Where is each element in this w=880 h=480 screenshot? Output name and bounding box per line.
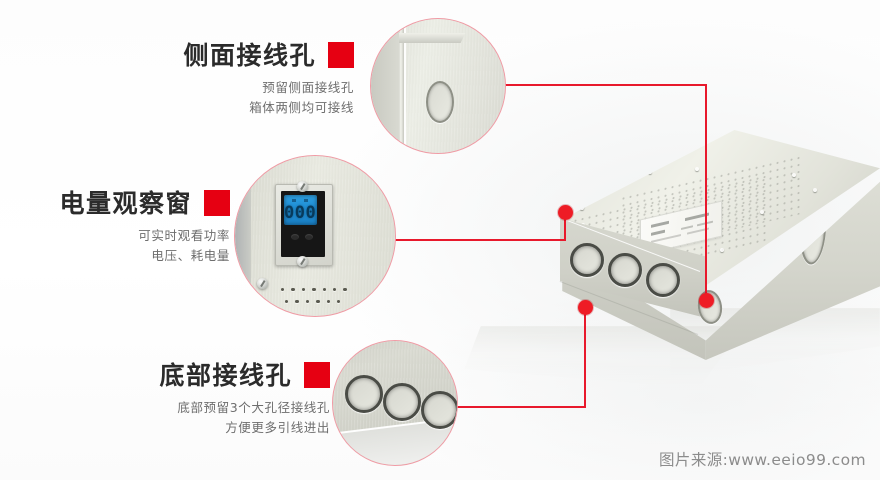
callout-side-description: 预留侧面接线孔 箱体两侧均可接线 — [24, 78, 354, 119]
meter-screw-bottom — [297, 256, 308, 267]
left-panel-shade — [371, 19, 399, 153]
meter-button-right[interactable] — [305, 234, 313, 240]
top-screw-dimple — [590, 173, 594, 177]
leader-line-bottom-horizontal — [455, 406, 586, 408]
callout-bottom-title: 底部接线孔 — [159, 360, 292, 390]
source-watermark: 图片来源:www.eeio99.com — [659, 451, 866, 469]
bottom-wiring-hole-closeup-2 — [383, 383, 421, 421]
callout-meter-title: 电量观察窗 — [59, 188, 192, 218]
magnifier-power-meter-window: 000.9 — [234, 155, 396, 317]
callout-bottom-wiring-hole: 底部接线孔 底部预留3个大孔径接线孔 方便更多引线进出 — [0, 362, 330, 439]
callout-bottom-description: 底部预留3个大孔径接线孔 方便更多引线进出 — [0, 398, 330, 439]
callout-side-wiring-hole: 侧面接线孔 预留侧面接线孔 箱体两侧均可接线 — [24, 42, 354, 119]
callout-side-line-2: 箱体两侧均可接线 — [249, 100, 354, 116]
callout-meter-description: 可实时观看功率 电压、耗电量 — [0, 226, 230, 267]
top-screw-dimple — [528, 224, 532, 228]
meter-screw-top — [297, 181, 308, 192]
leader-line-side-vertical — [705, 84, 707, 296]
accent-square-icon — [204, 190, 230, 216]
vent-hole-row-2 — [285, 300, 341, 304]
top-screw-dimple — [720, 248, 724, 252]
callout-bottom-line-2: 方便更多引线进出 — [225, 420, 330, 436]
leader-line-bottom-vertical — [584, 307, 586, 408]
lcd-tick-1 — [292, 198, 296, 202]
meter-frame-screw — [542, 213, 546, 217]
top-screw-dimple — [760, 210, 764, 214]
leader-line-meter-vertical — [564, 212, 566, 241]
callout-bottom-heading: 底部接线孔 — [0, 362, 330, 388]
hotspot-dot-bottom-hole — [578, 300, 593, 315]
leader-line-meter-horizontal — [394, 239, 566, 241]
top-screw-dimple — [792, 173, 796, 177]
magnifier-meter-content: 000.9 — [235, 156, 395, 316]
bottom-wiring-hole-closeup-1 — [345, 375, 383, 413]
callout-power-meter-window: 电量观察窗 可实时观看功率 电压、耗电量 — [0, 190, 230, 267]
corner-edge-highlight — [404, 19, 406, 153]
callout-side-heading: 侧面接线孔 — [24, 42, 354, 68]
panel-screw-lower-left — [257, 278, 268, 289]
magnifier-bottom-content — [333, 341, 457, 465]
vent-hole-row-1 — [281, 288, 347, 292]
meter-frame-screw — [578, 181, 582, 185]
meter-frame-screw — [538, 187, 542, 191]
top-folded-lip — [390, 33, 466, 43]
top-screw-dimple — [648, 170, 652, 174]
leader-line-side-horizontal — [503, 84, 707, 86]
corner-edge-band — [397, 19, 404, 153]
top-screw-dimple — [695, 167, 699, 171]
callout-side-line-1: 预留侧面接线孔 — [262, 80, 354, 95]
top-screw-dimple — [813, 188, 817, 192]
meter-button-left[interactable] — [291, 234, 299, 240]
product-enclosure-photo — [464, 130, 880, 388]
bottom-wiring-hole-3 — [646, 263, 680, 297]
accent-square-icon — [304, 362, 330, 388]
callout-bottom-line-1: 底部预留3个大孔径接线孔 — [177, 400, 330, 415]
callout-meter-line-2: 电压、耗电量 — [151, 248, 230, 264]
lcd-tick-2 — [304, 198, 308, 202]
hotspot-dot-side-hole — [699, 293, 714, 308]
bottom-wiring-hole-2 — [608, 253, 642, 287]
callout-side-title: 侧面接线孔 — [183, 40, 316, 70]
meter-lcd-value: 000.9 — [284, 203, 317, 224]
magnifier-side-wiring-hole — [370, 18, 506, 154]
bottom-wiring-hole-1 — [570, 243, 604, 277]
accent-square-icon — [328, 42, 354, 68]
callout-meter-line-1: 可实时观看功率 — [138, 228, 230, 243]
meter-frame-screw — [580, 206, 584, 210]
bottom-wiring-hole-closeup-3 — [421, 391, 457, 429]
meter-lcd-screen: 000.9 — [284, 195, 317, 225]
hotspot-dot-meter-window — [558, 205, 573, 220]
callout-meter-heading: 电量观察窗 — [0, 190, 230, 216]
magnifier-bottom-wiring-holes — [332, 340, 458, 466]
magnifier-side-content — [371, 19, 505, 153]
panel-left-edge — [235, 156, 251, 316]
side-wiring-hole-closeup — [426, 81, 454, 123]
